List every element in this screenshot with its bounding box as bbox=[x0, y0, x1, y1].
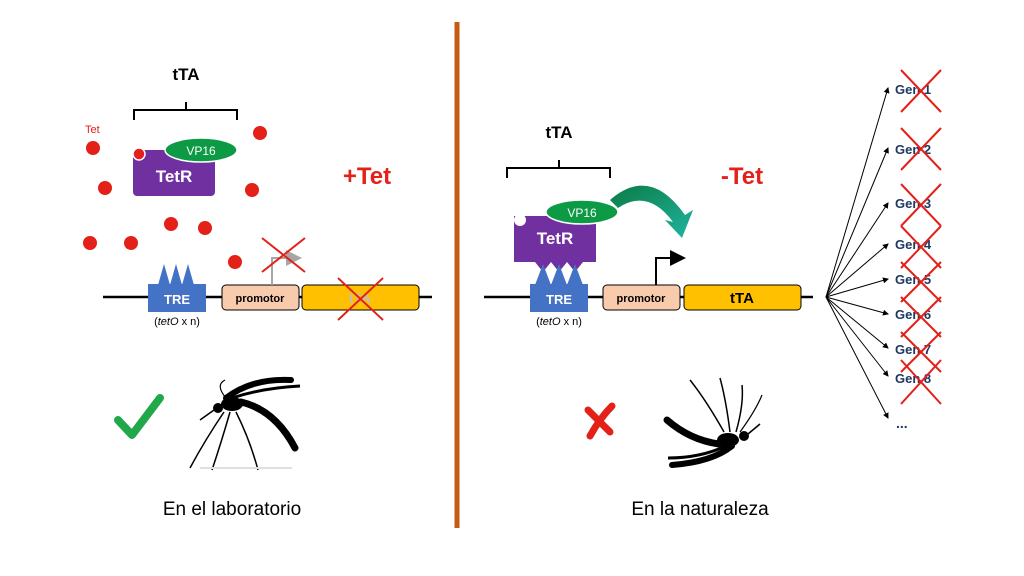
right-tre-box bbox=[530, 284, 588, 312]
gene-label: Gen 2 bbox=[895, 142, 931, 157]
right-teto-caption: (tetO x n) bbox=[536, 316, 582, 328]
right-tetr-box bbox=[514, 216, 596, 272]
fan-arrow bbox=[825, 296, 889, 349]
left-tta-bracket bbox=[133, 109, 238, 120]
check-icon bbox=[114, 394, 164, 439]
right-tetr-notch bbox=[514, 214, 526, 226]
left-promotor-label: promotor bbox=[236, 293, 286, 305]
tet-dot bbox=[164, 217, 178, 231]
right-promotor-label: promotor bbox=[617, 293, 667, 305]
gene-ellipsis: ... bbox=[896, 415, 908, 431]
tet-dot bbox=[83, 236, 97, 250]
gene-item: Gen 2 bbox=[895, 127, 942, 171]
left-caption: En el laboratorio bbox=[163, 499, 301, 520]
mosquito-icon bbox=[189, 376, 301, 471]
left-tetr-notch bbox=[132, 147, 146, 161]
gene-cross bbox=[900, 127, 942, 171]
left-vp16-ellipse bbox=[164, 137, 238, 163]
tet-dot bbox=[198, 221, 212, 235]
fan-arrow bbox=[825, 147, 889, 298]
gene-cross bbox=[900, 331, 942, 373]
gene-cross bbox=[900, 296, 942, 338]
right-vp16-ellipse bbox=[545, 199, 619, 225]
left-tetr-label: TetR bbox=[156, 167, 193, 186]
left-gene-cross bbox=[337, 277, 384, 321]
left-tre-box bbox=[148, 284, 206, 312]
left-tre-label: TRE bbox=[164, 292, 190, 307]
tet-dot bbox=[124, 236, 138, 250]
left-transcription-cross bbox=[261, 237, 306, 273]
right-tta-bracket bbox=[506, 167, 611, 178]
gene-item: Gen 3 bbox=[895, 183, 942, 227]
fan-arrow bbox=[825, 296, 889, 419]
right-promotor-box bbox=[602, 284, 681, 311]
tet-dot bbox=[98, 181, 112, 195]
tet-dot bbox=[86, 141, 100, 155]
fan-arrow bbox=[825, 296, 889, 377]
right-panel: tTA -Tet TetR VP16 TRE (tetO x n) promot… bbox=[484, 69, 942, 520]
left-promotor-box bbox=[221, 284, 300, 311]
tet-dot bbox=[253, 126, 267, 140]
fan-arrow bbox=[825, 277, 889, 298]
activation-curved-arrow bbox=[610, 185, 693, 238]
gene-item: Gen 1 bbox=[895, 69, 942, 113]
left-panel: tTA Tet TetR VP16 +Tet TRE (tetO x n) bbox=[83, 65, 432, 520]
gene-cross bbox=[900, 261, 942, 303]
right-tta-label: tTA bbox=[545, 123, 572, 142]
right-tta-gene-label: tTA bbox=[730, 290, 754, 307]
gene-item: Gen 7 bbox=[895, 331, 942, 373]
gene-cross bbox=[900, 183, 942, 227]
right-tetr-label: TetR bbox=[537, 229, 574, 248]
gene-item: Gen 5 bbox=[895, 261, 942, 303]
tetracycline-dots bbox=[83, 126, 267, 269]
fail-x-icon bbox=[584, 402, 616, 440]
left-tta-gene-box bbox=[301, 284, 420, 311]
fan-arrow bbox=[825, 243, 889, 298]
left-tta-label: tTA bbox=[172, 65, 199, 84]
gene-item: Gen 4 bbox=[895, 225, 942, 269]
gene-list: Gen 1 Gen 2 Gen 3 Gen 4 Gen 5 Gen 6 bbox=[895, 69, 942, 431]
right-transcription-arrow bbox=[655, 250, 686, 285]
fan-arrow bbox=[825, 202, 889, 298]
left-tet-label: Tet bbox=[85, 124, 100, 136]
fan-arrow bbox=[825, 296, 889, 316]
left-grey-transcription-arrow bbox=[271, 250, 302, 285]
left-teto-caption: (tetO x n) bbox=[154, 316, 200, 328]
right-caption: En la naturaleza bbox=[631, 499, 769, 520]
right-condition-label: -Tet bbox=[721, 163, 763, 190]
right-vp16-label: VP16 bbox=[567, 206, 597, 220]
fan-arrow bbox=[825, 87, 890, 298]
gene-cross bbox=[900, 225, 942, 269]
right-tta-gene-box bbox=[683, 284, 802, 311]
left-tre-bumps bbox=[158, 264, 194, 285]
tet-dot bbox=[245, 183, 259, 197]
gene-cross bbox=[900, 69, 942, 113]
tet-dot bbox=[228, 255, 242, 269]
right-tre-bumps bbox=[535, 264, 583, 285]
gene-fan-arrows bbox=[825, 87, 890, 419]
right-tre-label: TRE bbox=[546, 292, 572, 307]
gene-item: Gen 8 bbox=[895, 359, 942, 405]
gene-item: Gen 6 bbox=[895, 296, 942, 338]
gene-cross bbox=[900, 359, 942, 405]
dead-mosquito-icon bbox=[663, 377, 763, 468]
left-condition-label: +Tet bbox=[343, 163, 391, 190]
left-vp16-label: VP16 bbox=[186, 144, 216, 158]
